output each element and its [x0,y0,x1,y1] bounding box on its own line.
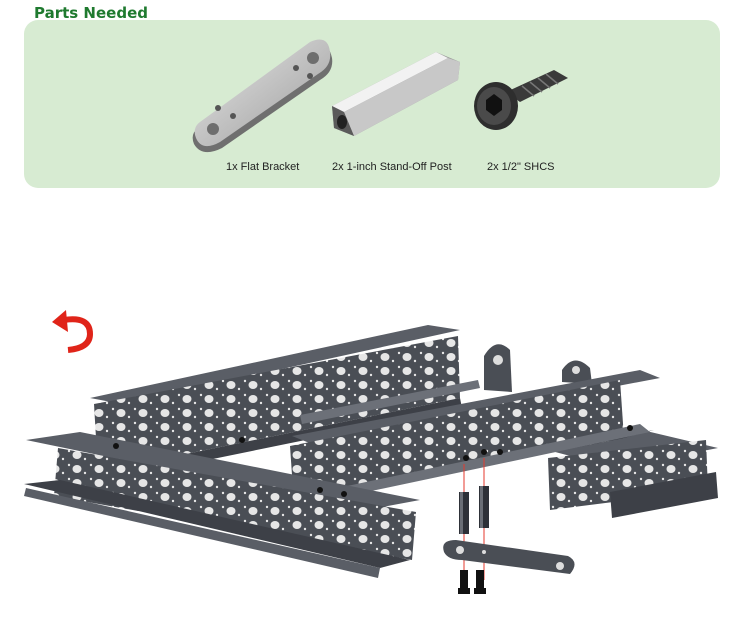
parts-needed-heading: Parts Needed [34,4,148,22]
part-label-standoff: 2x 1-inch Stand-Off Post [332,161,452,173]
part-label-flat-bracket: 1x Flat Bracket [226,161,300,173]
standoff-post-icon [332,52,460,136]
chassis-assembly-illustration [24,325,718,594]
flat-bracket-icon [192,39,333,153]
parts-panel: 1x Flat Bracket 2x 1-inch Stand-Off Post… [24,20,720,188]
part-label-shcs: 2x 1/2" SHCS [487,161,555,173]
rotate-arrow-icon [52,310,94,353]
shcs-screw-icon [474,70,568,130]
